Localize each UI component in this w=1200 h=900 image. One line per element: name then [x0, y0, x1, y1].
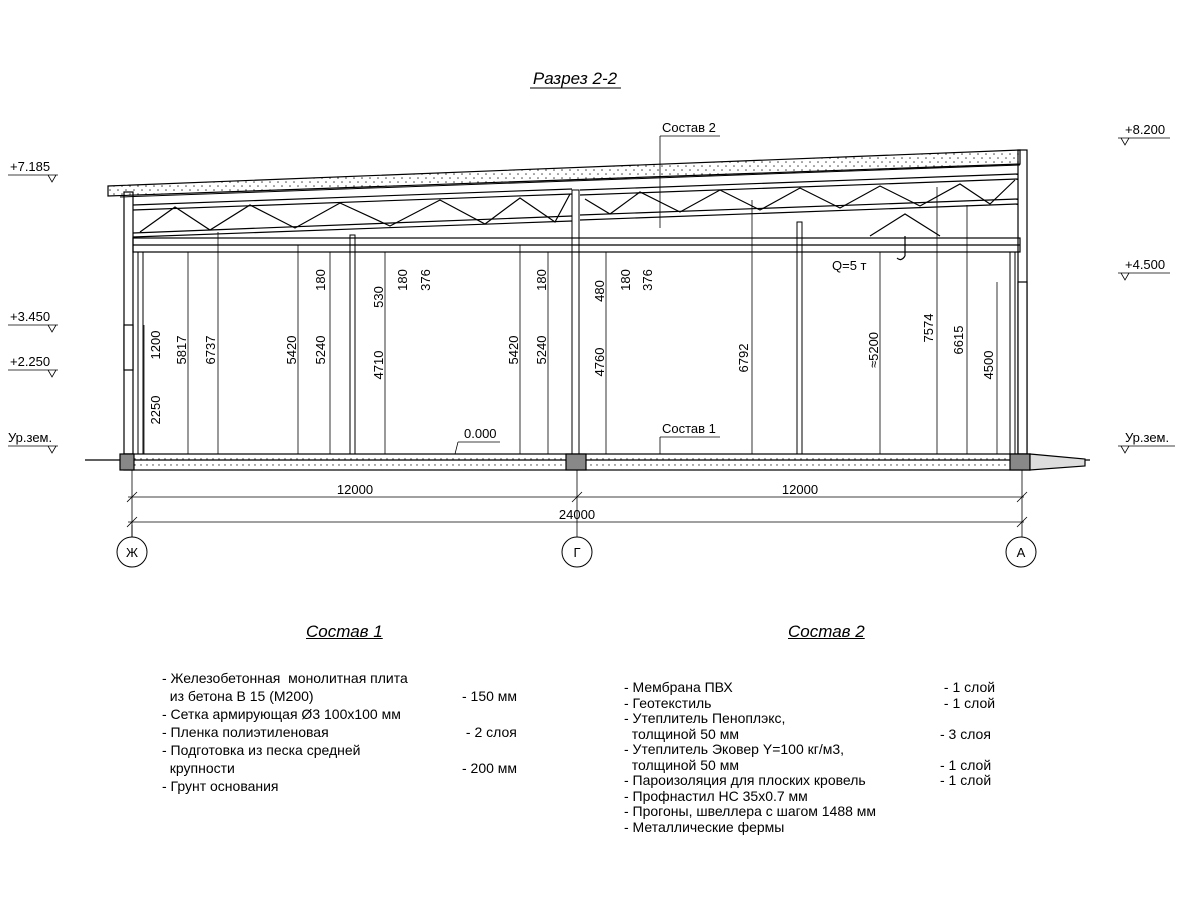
- vdim: 180: [395, 269, 410, 291]
- vdim: 6615: [951, 326, 966, 355]
- level-ground-right: Ур.зем.: [1125, 430, 1169, 445]
- vdim: 5240: [534, 336, 549, 365]
- vdim: 7574: [921, 314, 936, 343]
- axis-label-zh: Ж: [126, 545, 138, 560]
- dim-12000-left: 12000: [337, 482, 373, 497]
- sostav1-row: - Железобетонная монолитная плита: [162, 670, 408, 686]
- level-7185: +7.185: [10, 159, 50, 174]
- axis-label-g: Г: [573, 545, 580, 560]
- axis-markers: [116, 525, 1037, 568]
- level-markers-left: [8, 174, 58, 454]
- level-ground-left: Ур.зем.: [8, 430, 52, 445]
- vdim: 5420: [506, 336, 521, 365]
- level-3450: +3.450: [10, 309, 50, 324]
- floor-level-label: 0.000: [464, 426, 497, 441]
- sostav1-row: - Подготовка из песка средней: [162, 742, 361, 758]
- sostav1-list: - Железобетонная монолитная плита из бет…: [162, 669, 582, 795]
- roof: [107, 149, 1021, 198]
- level-4500: +4.500: [1125, 257, 1165, 272]
- vdim: 1200: [148, 331, 163, 360]
- sostav1-row: - Пленка полиэтиленовая - 2 слоя: [162, 724, 517, 740]
- truss-left: [132, 188, 573, 238]
- dim-12000-right: 12000: [782, 482, 818, 497]
- sostav2-row: толщиной 50 мм- 1 слой: [624, 756, 992, 773]
- vdim: 480: [592, 280, 607, 302]
- sostav2-row: - Прогоны, швеллера с шагом 1488 мм: [624, 803, 877, 819]
- sostav2-row: - Пароизоляция для плоских кровель- 1 сл…: [624, 772, 992, 788]
- vdim: 4500: [981, 351, 996, 380]
- vdim: 4710: [371, 351, 386, 380]
- floor-slab: [85, 453, 1090, 471]
- level-8200: +8.200: [1125, 122, 1165, 137]
- sostav2-row: - Утеплитель Пеноплэкс,: [624, 710, 786, 726]
- axis-label-a: А: [1017, 545, 1026, 560]
- sostav2-title: Состав 2: [788, 622, 865, 641]
- level-markers-right: [1118, 137, 1175, 454]
- vdim: 5817: [174, 336, 189, 365]
- vdim: 180: [534, 269, 549, 291]
- vdim: 5420: [284, 336, 299, 365]
- sostav1-row: - Грунт основания: [162, 778, 279, 794]
- crane-beam: [132, 213, 1021, 261]
- vdim: 6792: [736, 344, 751, 373]
- vdim: 4760: [592, 348, 607, 377]
- sostav2-row: толщиной 50 мм- 3 слоя: [624, 725, 991, 742]
- sostav1-row: из бетона В 15 (М200)- 150 мм: [162, 688, 518, 704]
- sostav2-row: - Геотекстиль - 1 слой: [624, 694, 996, 711]
- sostav2-list: - Мембрана ПВХ - 1 слой - Геотекстиль - …: [624, 679, 1044, 835]
- dimension-lines: [143, 187, 998, 454]
- columns: [137, 189, 1016, 455]
- axis-a: [1005, 536, 1037, 568]
- level-2250: +2.250: [10, 354, 50, 369]
- sostav1-callout: Состав 1: [662, 421, 716, 436]
- sostav2-row: - Профнастил НС 35х0.7 мм: [624, 787, 808, 804]
- sostav1-row: крупности- 200 мм: [162, 760, 518, 776]
- dim-24000: 24000: [559, 507, 595, 522]
- crane-capacity: Q=5 т: [832, 258, 867, 273]
- vdim: 2250: [148, 396, 163, 425]
- sostav2-row: - Утеплитель Эковер Y=100 кг/м3,: [624, 741, 845, 757]
- walls: [123, 149, 1028, 455]
- sostav1-row: - Сетка армирующая Ø3 100х100 мм: [162, 706, 401, 722]
- sostav2-row: - Металлические фермы: [624, 818, 785, 835]
- vdim: 180: [618, 269, 633, 291]
- vdim: 6737: [203, 336, 218, 365]
- vdim: 376: [418, 269, 433, 291]
- horizontal-dimensions: [126, 470, 1028, 540]
- truss-right: [579, 173, 1019, 221]
- vdim: 376: [640, 269, 655, 291]
- axis-g: [561, 536, 593, 568]
- sostav2-callout: Состав 2: [662, 120, 716, 135]
- section-title: Разрез 2-2: [533, 69, 618, 88]
- sostav1-title: Состав 1: [306, 622, 383, 641]
- leader-lines: [454, 135, 720, 455]
- vdim: ≈5200: [866, 332, 881, 368]
- vdim: 180: [313, 269, 328, 291]
- axis-zh: [116, 536, 148, 568]
- sostav2-row: - Мембрана ПВХ - 1 слой: [624, 679, 996, 695]
- vdim: 5240: [313, 336, 328, 365]
- vdim: 530: [371, 286, 386, 308]
